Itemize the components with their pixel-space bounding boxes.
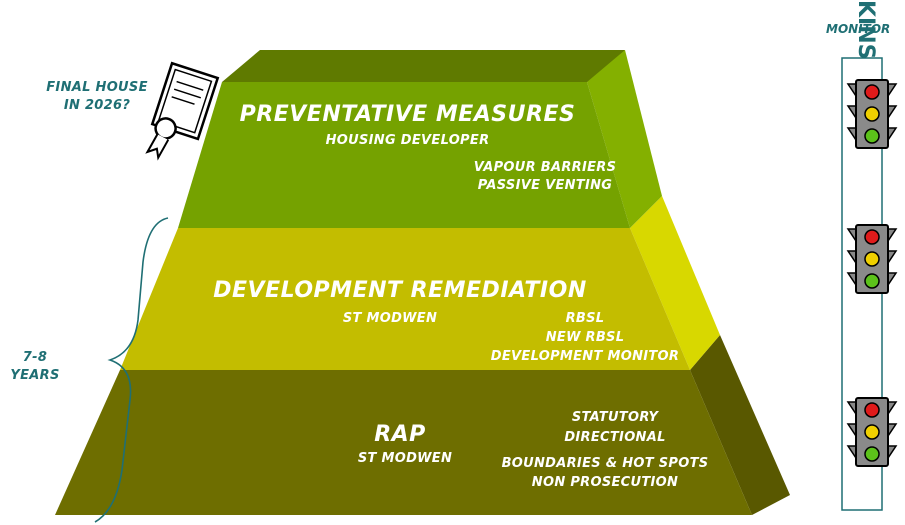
traffic-light-icon	[846, 397, 898, 467]
traffic-lights-group	[846, 79, 898, 467]
middle-tier-item: New RBSL	[545, 330, 625, 345]
green-light	[864, 128, 880, 144]
middle-tier-title: Development Remediation	[213, 278, 587, 303]
bottom-tier-item: Statutory	[571, 410, 659, 425]
pyramid-bottom-tier	[55, 335, 790, 515]
top-tier-title: Preventative Measures	[239, 102, 576, 127]
certificate-icon	[145, 61, 220, 161]
monitor-vertical-text: KINS	[853, 0, 878, 60]
pyramid-middle-tier	[120, 196, 720, 370]
middle-tier-subtitle: St Modwen	[342, 311, 438, 326]
monitor-label: Monitor	[826, 22, 891, 36]
bottom-tier-item: Directional	[564, 430, 666, 445]
years-brace	[94, 217, 169, 523]
pyramid-top-tier	[178, 50, 662, 228]
middle-tier-item: Development Monitor	[490, 349, 680, 364]
bottom-tier-item: Non Prosecution	[531, 475, 679, 490]
final-house-note-line: in 2026?	[63, 98, 131, 113]
red-light	[864, 229, 880, 245]
bottom-tier-title: RAP	[374, 422, 426, 447]
bottom-tier-subtitle: St Modwen	[357, 451, 453, 466]
final-house-note-line: Final House	[46, 80, 148, 95]
red-light	[864, 402, 880, 418]
top-tier-top-face	[222, 50, 625, 82]
traffic-light-icon	[846, 79, 898, 149]
amber-light	[864, 251, 880, 267]
years-note-line: 7-8	[22, 350, 48, 365]
middle-tier-item: RBSL	[565, 311, 605, 326]
green-light	[864, 446, 880, 462]
bottom-tier-side-face	[690, 335, 790, 515]
top-tier-front-face	[178, 82, 630, 228]
middle-tier-side-face	[630, 196, 720, 370]
traffic-light-icon	[846, 224, 898, 294]
amber-light	[864, 424, 880, 440]
amber-light	[864, 106, 880, 122]
top-tier-item: Passive Venting	[477, 178, 613, 193]
green-light	[864, 273, 880, 289]
bottom-tier-item: Boundaries & Hot Spots	[501, 456, 709, 471]
bottom-tier-front-face	[55, 370, 752, 515]
red-light	[864, 84, 880, 100]
top-tier-subtitle: Housing Developer	[325, 133, 490, 148]
top-tier-item: Vapour Barriers	[473, 160, 617, 175]
middle-tier-front-face	[120, 228, 690, 370]
years-note-line: Years	[10, 368, 60, 383]
top-tier-side-face	[587, 50, 662, 228]
